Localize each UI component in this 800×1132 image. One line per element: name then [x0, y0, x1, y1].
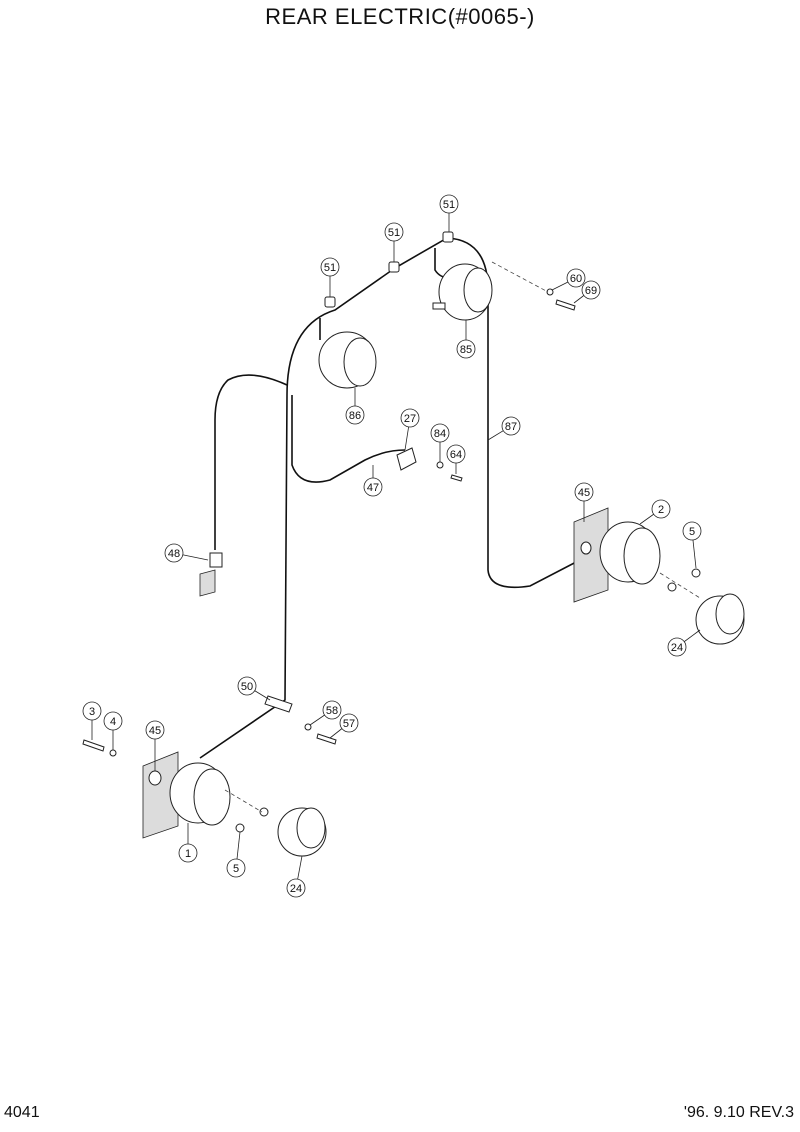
callout-balloon: [345, 405, 365, 425]
callout-balloon: [430, 423, 450, 443]
callout-number-45: 45: [578, 487, 590, 499]
bracket-27: [396, 447, 463, 482]
callout-balloon: [363, 477, 383, 497]
callout-balloon: [581, 280, 601, 300]
callout-balloon: [651, 499, 671, 519]
clip-50: [264, 695, 337, 745]
clamp-51-c: [442, 231, 454, 243]
callout-number-1: 1: [185, 848, 191, 860]
callout-number-58: 58: [326, 705, 338, 717]
callout-number-47: 47: [367, 482, 379, 494]
callout-number-85: 85: [460, 344, 472, 356]
callout-number-27: 27: [404, 413, 416, 425]
callout-number-24: 24: [671, 642, 683, 654]
callout-number-69: 69: [585, 285, 597, 297]
callout-number-2: 2: [658, 504, 664, 516]
callout-balloon: [145, 720, 165, 740]
callout-number-51: 51: [324, 262, 336, 274]
callout-balloon: [178, 843, 198, 863]
bolt-69: [491, 261, 576, 311]
callout-number-4: 4: [110, 716, 116, 728]
left-lamp-assembly: [82, 739, 327, 857]
callout-number-51: 51: [388, 227, 400, 239]
callout-balloon: [103, 711, 123, 731]
callout-balloon: [226, 858, 246, 878]
page-number: 4041: [4, 1104, 40, 1121]
callout-balloon: [682, 521, 702, 541]
callout-balloon: [574, 482, 594, 502]
callout-balloon: [164, 543, 184, 563]
callout-balloon: [446, 444, 466, 464]
callout-number-86: 86: [349, 410, 361, 422]
callout-number-57: 57: [343, 718, 355, 730]
callout-balloon: [400, 408, 420, 428]
callout-balloon: [82, 701, 102, 721]
lamp-86: [318, 331, 377, 389]
right-lamp-assembly: [573, 507, 745, 645]
callout-number-84: 84: [434, 428, 446, 440]
callout-balloon: [566, 268, 586, 288]
callout-number-45: 45: [149, 725, 161, 737]
callout-number-60: 60: [570, 273, 582, 285]
callout-balloon: [439, 194, 459, 214]
callout-balloon: [501, 416, 521, 436]
connector-48: [199, 552, 223, 597]
callout-balloon: [286, 878, 306, 898]
callout-balloon: [322, 700, 342, 720]
diagram-title: REAR ELECTRIC(#0065-): [265, 4, 535, 29]
callout-balloon: [667, 637, 687, 657]
callout-number-24: 24: [290, 883, 302, 895]
callout-number-5: 5: [233, 863, 239, 875]
callout-number-64: 64: [450, 449, 462, 461]
callout-number-50: 50: [241, 681, 253, 693]
revision-date: '96. 9.10 REV.3: [683, 1104, 794, 1121]
callout-number-3: 3: [89, 706, 95, 718]
clamp-51-a: [324, 296, 336, 308]
callout-number-48: 48: [168, 548, 180, 560]
clamp-51-b: [388, 261, 400, 273]
callout-balloon: [237, 676, 257, 696]
callout-number-87: 87: [505, 421, 517, 433]
lamp-85: [432, 263, 493, 321]
callout-number-51: 51: [443, 199, 455, 211]
callout-balloon: [456, 339, 476, 359]
callout-balloon: [320, 257, 340, 277]
callout-balloon: [384, 222, 404, 242]
callout-balloon: [339, 713, 359, 733]
callout-number-5: 5: [689, 526, 695, 538]
wiring-harness: [199, 237, 581, 759]
